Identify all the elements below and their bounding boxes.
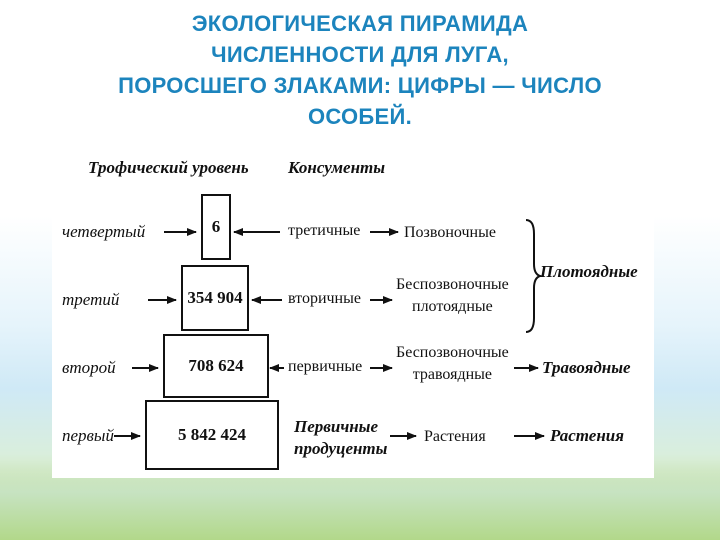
consumer-secondary: вторичные [288,290,361,307]
arrows-layer [114,219,545,440]
title-line-3: ПОРОСШЕГО ЗЛАКАМИ: ЦИФРЫ — ЧИСЛО [118,73,602,98]
group-line-1: Беспозвоночные [396,344,509,361]
group-plants: Растения [424,428,486,445]
primary-producers-line-1: Первичные [294,417,379,436]
tier-count-1: 5 842 424 [178,425,246,444]
group-vertebrates: Позвоночные [404,224,496,241]
header-consumers: Консументы [288,158,386,177]
level-name-3: третий [62,290,120,309]
category-herbivores: Травоядные [542,358,631,377]
primary-producers-line-2: продуценты [294,439,388,458]
pyramid-tier-1: 5 842 424 [145,400,279,470]
category-carnivores: Плотоядные [540,262,638,281]
tier-count-3: 354 904 [187,288,243,307]
header-trophic-level: Трофический уровень [88,158,249,177]
level-name-1: первый [62,426,114,445]
group-invertebrate-herbivores: Беспозвоночные травоядные [396,342,509,386]
tier-count-4: 6 [211,217,221,236]
slide-title: ЭКОЛОГИЧЕСКАЯ ПИРАМИДА ЧИСЛЕННОСТИ ДЛЯ Л… [40,8,680,132]
group-line-2: плотоядные [412,298,493,315]
group-line-1: Беспозвоночные [396,276,509,293]
title-line-2: ЧИСЛЕННОСТИ ДЛЯ ЛУГА, [211,42,509,67]
pyramid-diagram: Трофический уровень Консументы четвертый… [52,142,654,478]
tier-count-2: 708 624 [188,356,244,375]
level-name-4: четвертый [62,222,146,241]
level-name-2: второй [62,358,116,377]
category-plants: Растения [550,426,624,445]
brace-icon [525,219,544,333]
consumer-primary: первичные [288,358,363,375]
title-line-4: ОСОБЕЙ. [307,104,413,129]
primary-producers: Первичные продуценты [294,416,387,460]
pyramid-tier-3: 354 904 [181,265,249,331]
group-line-2: травоядные [412,366,493,383]
pyramid-tier-4: 6 [201,194,231,260]
title-line-1: ЭКОЛОГИЧЕСКАЯ ПИРАМИДА [191,11,529,36]
group-invertebrate-carnivores: Беспозвоночные плотоядные [396,274,509,318]
pyramid-tier-2: 708 624 [163,334,269,398]
consumer-tertiary: третичные [288,222,361,239]
